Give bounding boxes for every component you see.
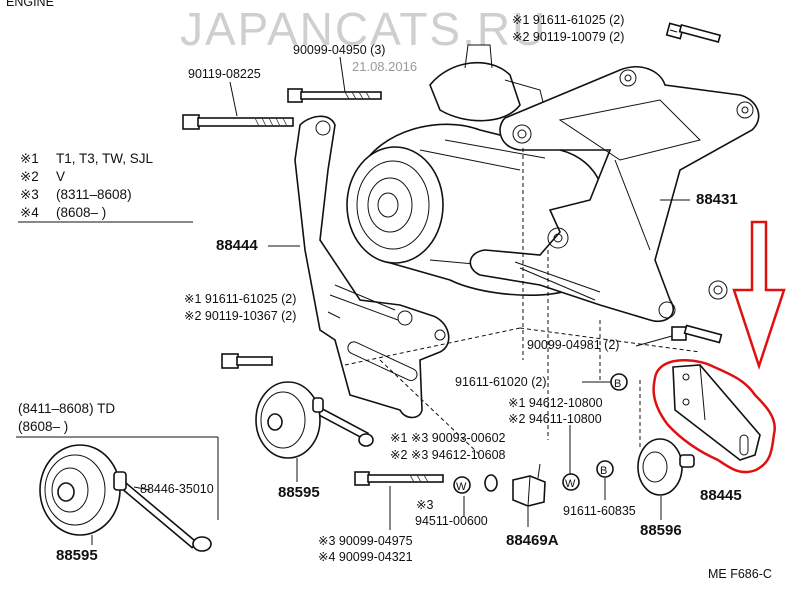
label-90119-10079: ※2 90119-10079 (2) [512, 30, 624, 44]
bolt-90119-08225 [182, 114, 294, 130]
svg-text:W: W [565, 478, 576, 490]
highlight-outline [652, 359, 776, 474]
applicability-notes: ※1 T1, T3, TW, SJL ※2 V ※3 (8311–8608) ※… [18, 151, 193, 223]
label-88431: 88431 [696, 191, 738, 208]
svg-text:B: B [614, 378, 621, 390]
label-88446-35010: 88446-35010 [140, 482, 214, 496]
date-stamp: 21.08.2016 [352, 59, 417, 74]
note-3-mark: ※3 [20, 187, 39, 202]
note-4-text: (8608– ) [56, 205, 106, 220]
note-4-mark: ※4 [20, 205, 39, 220]
label-88595-mid: 88595 [278, 484, 320, 501]
label-94511-00600-mark: ※3 [416, 498, 433, 512]
callout-w-1: W [453, 476, 471, 494]
label-90099-04950: 90099-04950 (3) [293, 43, 385, 57]
header-fragment: ENGINE [6, 0, 54, 9]
inset-line-2: (8608– ) [18, 419, 68, 434]
label-88469A: 88469A [506, 532, 559, 549]
label-94611-10800: ※2 94611-10800 [508, 412, 602, 426]
label-88596: 88596 [640, 522, 682, 539]
label-91611-60835: 91611-60835 [563, 504, 636, 518]
label-88444: 88444 [216, 237, 258, 254]
dashed-guides [344, 148, 701, 456]
bracket-88445 [672, 364, 761, 461]
label-94612-10800: ※1 94612-10800 [508, 396, 603, 410]
label-91611-61025-top: ※1 91611-61025 (2) [512, 13, 624, 27]
highlight-arrow-icon [732, 220, 786, 371]
reference-code: ME F686-C [708, 567, 772, 581]
label-90093-00602: ※1 ※3 90093-00602 [390, 431, 506, 445]
callout-w-2: W [562, 473, 580, 491]
pulley-88595-left [39, 444, 127, 536]
svg-text:B: B [600, 465, 607, 477]
label-91611-61025-mid: ※1 91611-61025 (2) [184, 292, 296, 306]
bolt-90119-10367 [221, 353, 273, 369]
leader-lines [91, 29, 690, 545]
callout-b-1: B [610, 373, 628, 391]
svg-text:W: W [456, 481, 467, 493]
bracket-88444 [294, 115, 450, 419]
label-90099-04321: ※4 90099-04321 [318, 550, 413, 564]
inset-line-1: (8411–8608) TD [18, 401, 115, 416]
label-94612-10608: ※2 ※3 94612-10608 [390, 448, 506, 462]
washer-90093-00602 [484, 474, 498, 492]
label-90119-10367: ※2 90119-10367 (2) [184, 309, 296, 323]
bolt-90099-04975 [354, 471, 444, 486]
bolt-90099-04981 [671, 324, 723, 344]
bracket-88431 [469, 66, 760, 322]
bolt-90099-04950 [287, 88, 382, 103]
label-88595-left: 88595 [56, 547, 98, 564]
watermark: JAPANCATS.RU [180, 3, 547, 55]
bolt-top-right [665, 22, 722, 44]
callout-b-2: B [596, 460, 614, 478]
inset-box: (8411–8608) TD (8608– ) [16, 401, 219, 520]
label-88445: 88445 [700, 487, 742, 504]
note-1-text: T1, T3, TW, SJL [56, 151, 154, 166]
label-90099-04975: ※3 90099-04975 [318, 534, 413, 548]
label-94511-00600: 94511-00600 [415, 514, 488, 528]
note-1-mark: ※1 [20, 151, 39, 166]
note-2-mark: ※2 [20, 169, 39, 184]
spacer-88469A [512, 475, 546, 507]
note-3-text: (8311–8608) [56, 187, 132, 202]
label-90119-08225: 90119-08225 [188, 67, 261, 81]
pulley-88595-mid [255, 381, 324, 459]
label-91611-61020: 91611-61020 (2) [455, 375, 547, 389]
label-90099-04981: 90099-04981 (2) [527, 338, 619, 352]
pulley-88596 [637, 438, 695, 496]
note-2-text: V [56, 169, 65, 184]
